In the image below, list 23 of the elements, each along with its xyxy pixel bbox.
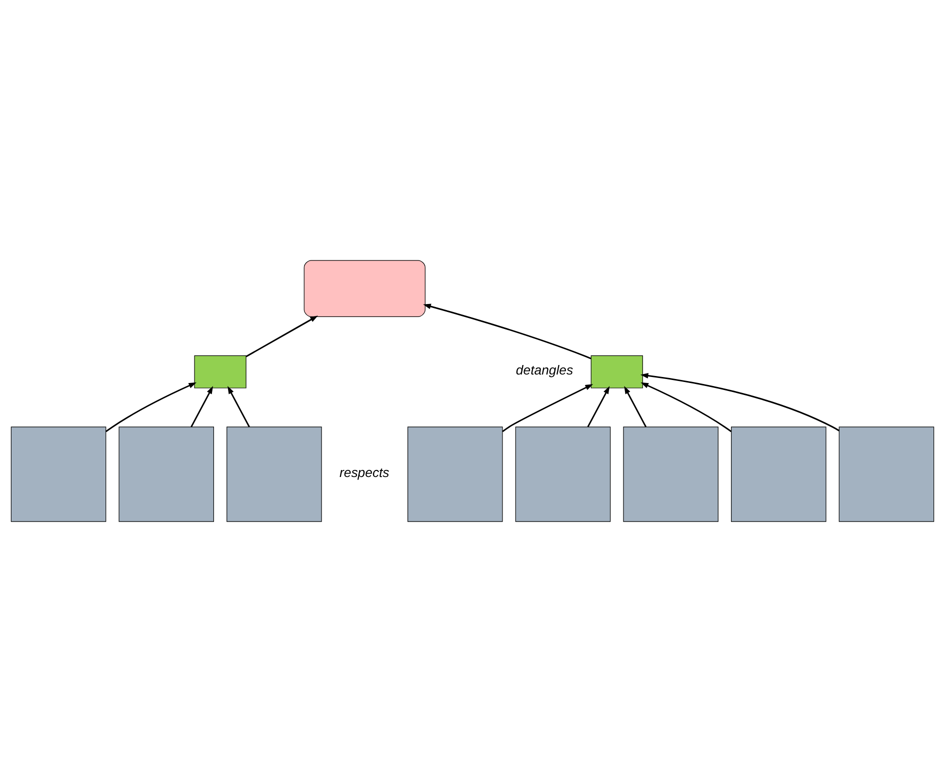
arrow bbox=[624, 386, 647, 427]
node-box bbox=[408, 426, 503, 522]
label: respects bbox=[340, 464, 390, 480]
node-box bbox=[515, 426, 611, 522]
arrow bbox=[587, 386, 610, 427]
node-box bbox=[10, 426, 106, 522]
arrow bbox=[246, 315, 318, 357]
node-box bbox=[194, 354, 246, 388]
label: detangles bbox=[516, 362, 574, 378]
node-box bbox=[304, 260, 426, 316]
node-box bbox=[118, 426, 214, 522]
node-box bbox=[623, 426, 718, 522]
arrow bbox=[423, 303, 592, 359]
node-box bbox=[731, 426, 826, 522]
node-box bbox=[590, 354, 643, 388]
arrow bbox=[502, 384, 594, 432]
arrow bbox=[106, 382, 197, 432]
arrow bbox=[228, 386, 250, 427]
arrow bbox=[190, 386, 214, 427]
node-box bbox=[838, 426, 934, 522]
node-box bbox=[226, 426, 322, 522]
arrow bbox=[640, 372, 840, 431]
arrow bbox=[640, 382, 732, 432]
